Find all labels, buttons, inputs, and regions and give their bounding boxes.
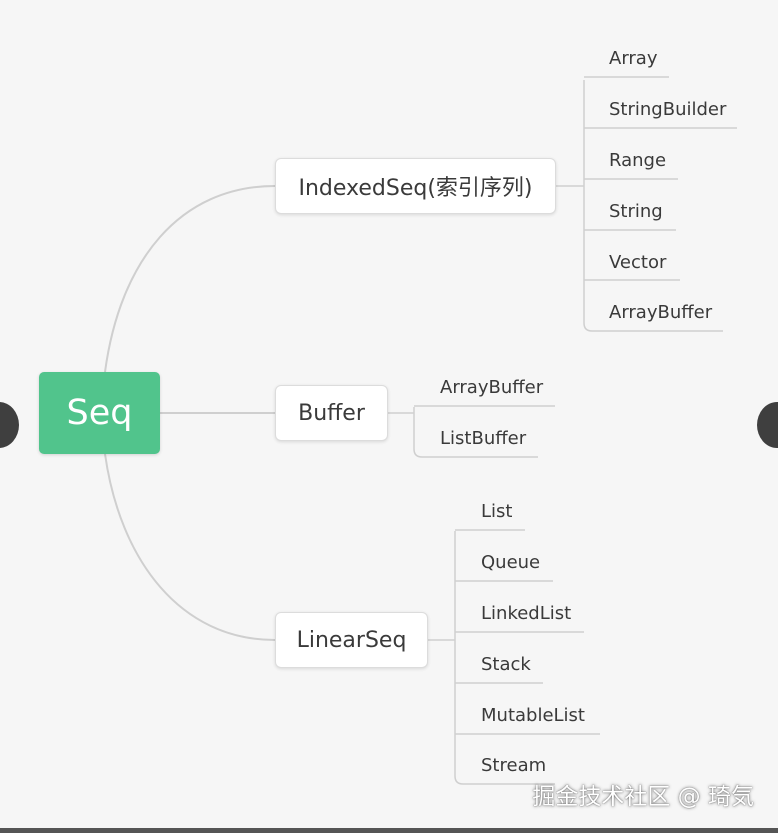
leaf-stream[interactable]: Stream bbox=[481, 755, 547, 776]
connector-linearseq-vertical bbox=[454, 531, 464, 785]
connector-root-indexedseq bbox=[104, 185, 276, 373]
connector-buffer-vertical bbox=[413, 407, 423, 458]
leaf-stringbuilder[interactable]: StringBuilder bbox=[609, 99, 727, 120]
bottom-bar bbox=[0, 828, 778, 833]
leaf-queue[interactable]: Queue bbox=[481, 552, 541, 573]
branch-node-indexedseq[interactable]: IndexedSeq(索引序列) bbox=[275, 158, 556, 214]
watermark-text: 掘金技术社区 @ 琦気 bbox=[532, 784, 754, 810]
branch-node-buffer[interactable]: Buffer bbox=[275, 385, 388, 441]
leaf-vector[interactable]: Vector bbox=[609, 252, 667, 273]
leaf-array[interactable]: Array bbox=[609, 48, 658, 69]
leaf-list[interactable]: List bbox=[481, 501, 513, 522]
leaf-range[interactable]: Range bbox=[609, 150, 667, 171]
leaf-arraybuffer-indexed[interactable]: ArrayBuffer bbox=[609, 302, 713, 323]
root-node-seq[interactable]: Seq bbox=[39, 372, 160, 454]
leaf-arraybuffer-buffer[interactable]: ArrayBuffer bbox=[440, 377, 544, 398]
leaf-string[interactable]: String bbox=[609, 201, 663, 222]
connector-root-linearseq bbox=[104, 453, 276, 641]
connector-indexedseq-vertical bbox=[583, 80, 593, 332]
right-collapse-handle[interactable] bbox=[757, 402, 778, 448]
leaf-stack[interactable]: Stack bbox=[481, 654, 531, 675]
branch-node-linearseq[interactable]: LinearSeq bbox=[275, 612, 428, 668]
leaf-linkedlist[interactable]: LinkedList bbox=[481, 603, 572, 624]
leaf-mutablelist[interactable]: MutableList bbox=[481, 705, 585, 726]
left-collapse-handle[interactable] bbox=[0, 402, 19, 448]
leaf-listbuffer[interactable]: ListBuffer bbox=[440, 428, 527, 449]
